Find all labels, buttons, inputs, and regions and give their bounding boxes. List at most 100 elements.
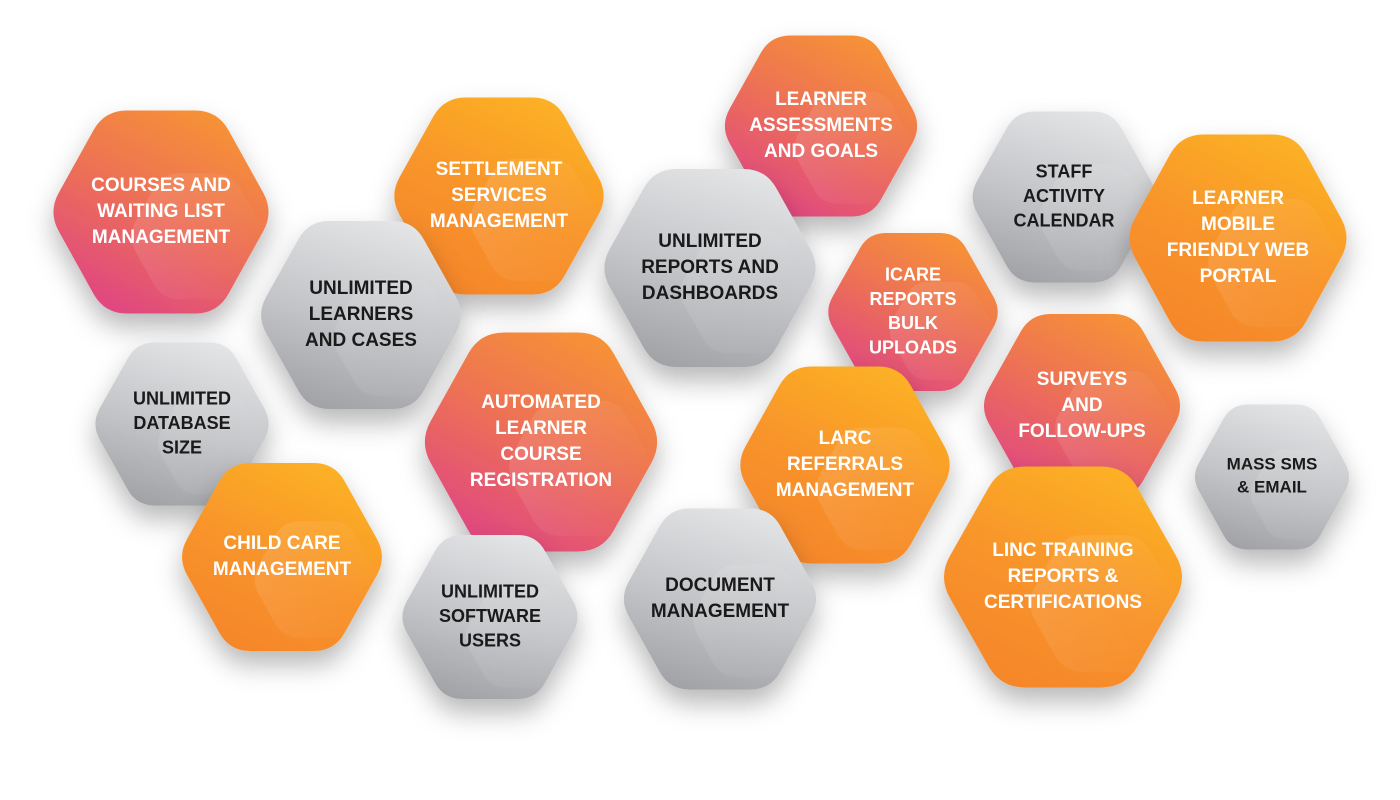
hexagon-gloss bbox=[1208, 198, 1341, 327]
hexagon-label: SURVEYS AND FOLLOW-UPS bbox=[1018, 369, 1145, 442]
hexagon-label-line: AND GOALS bbox=[764, 141, 878, 162]
hexagon-label-line: DATABASE bbox=[133, 413, 230, 433]
hexagon-auto-registration: AUTOMATED LEARNER COURSE REGISTRATION bbox=[424, 332, 658, 552]
hexagon-gloss bbox=[470, 158, 599, 281]
hexagon-label-line: UNLIMITED bbox=[133, 388, 231, 408]
hexagon-label-line: SIZE bbox=[162, 437, 202, 457]
hexagon-mobile-portal: LEARNER MOBILE FRIENDLY WEB PORTAL bbox=[1129, 134, 1347, 342]
hexagon-gloss bbox=[1250, 449, 1345, 540]
hexagon-gloss bbox=[794, 91, 913, 204]
hexagon-label: MASS SMS & EMAIL bbox=[1227, 455, 1318, 497]
hexagon-label-line: ACTIVITY bbox=[1023, 186, 1105, 206]
hexagon-gloss bbox=[333, 279, 456, 396]
hexagon-surveys: SURVEYS AND FOLLOW-UPS bbox=[983, 314, 1181, 498]
hexagon-label-line: CALENDAR bbox=[1014, 210, 1115, 230]
hexagon-label-line: CERTIFICATIONS bbox=[984, 592, 1142, 613]
hexagon-label-line: MANAGEMENT bbox=[92, 227, 231, 248]
hexagon-label: UNLIMITED SOFTWARE USERS bbox=[439, 581, 541, 650]
hexagon-label-line: & EMAIL bbox=[1237, 478, 1307, 497]
hexagon-label-line: LEARNER bbox=[1192, 188, 1284, 209]
hexagon-courses: COURSES AND WAITING LIST MANAGEMENT bbox=[53, 110, 269, 314]
hexagon-label: UNLIMITED LEARNERS AND CASES bbox=[305, 278, 417, 351]
hexagon-label-line: REFERRALS bbox=[787, 454, 903, 475]
hexagon-label: SETTLEMENT SERVICES MANAGEMENT bbox=[430, 159, 569, 232]
hexagon-label-line: REPORTS AND bbox=[641, 257, 779, 278]
hexagon-label: LEARNER ASSESSMENTS AND GOALS bbox=[749, 89, 893, 162]
hexagon-label-line: UNLIMITED bbox=[309, 278, 412, 299]
hexagon-label-line: CHILD CARE bbox=[223, 533, 340, 554]
hexagon-label-line: SURVEYS bbox=[1037, 369, 1127, 390]
hexagon-label-line: FRIENDLY WEB bbox=[1167, 240, 1310, 261]
hexagon-gloss bbox=[131, 173, 263, 300]
hexagon-label-line: MANAGEMENT bbox=[213, 559, 352, 580]
hexagon-label: LARC REFERRALS MANAGEMENT bbox=[776, 428, 915, 501]
hexagon-gloss bbox=[1055, 371, 1175, 486]
hexagon-label-line: BULK bbox=[888, 313, 938, 333]
hexagon-label-line: UNLIMITED bbox=[441, 581, 539, 601]
hexagon-gloss bbox=[1038, 164, 1151, 271]
hexagon-label-line: MANAGEMENT bbox=[776, 480, 915, 501]
hexagon-assessments: LEARNER ASSESSMENTS AND GOALS bbox=[724, 35, 918, 217]
hexagon-label: UNLIMITED REPORTS AND DASHBOARDS bbox=[641, 231, 779, 304]
hexagon-label-line: MANAGEMENT bbox=[430, 211, 569, 232]
hexagon-gloss bbox=[816, 427, 945, 550]
hexagon-label-line: MASS SMS bbox=[1227, 455, 1318, 474]
hexagon-label-line: ASSESSMENTS bbox=[749, 115, 893, 136]
hexagon-label-line: FOLLOW-UPS bbox=[1018, 421, 1145, 442]
hexagon-child-care: CHILD CARE MANAGEMENT bbox=[182, 463, 382, 651]
hexagon-label: UNLIMITED DATABASE SIZE bbox=[133, 388, 231, 457]
hexagon-unlimited-learners: UNLIMITED LEARNERS AND CASES bbox=[261, 221, 461, 409]
hexagon-label-line: COURSES AND bbox=[91, 175, 231, 196]
hexagon-label: AUTOMATED LEARNER COURSE REGISTRATION bbox=[470, 392, 612, 491]
hexagon-label-line: REPORTS & bbox=[1008, 566, 1119, 587]
hexagon-label-line: STAFF bbox=[1036, 161, 1093, 181]
hexagon-label-line: MANAGEMENT bbox=[651, 601, 790, 622]
hexagon-label-line: USERS bbox=[459, 630, 521, 650]
hexagon-label-line: PORTAL bbox=[1200, 266, 1277, 287]
hexagon-gloss bbox=[465, 585, 573, 688]
hexagon-unlimited-reports: UNLIMITED REPORTS AND DASHBOARDS bbox=[604, 169, 816, 367]
hexagon-label-line: UPLOADS bbox=[869, 337, 957, 357]
hexagon-label: COURSES AND WAITING LIST MANAGEMENT bbox=[91, 175, 231, 248]
hexagon-gloss bbox=[693, 564, 812, 677]
hexagon-label-line: DASHBOARDS bbox=[642, 283, 778, 304]
hexagon-linc: LINC TRAINING REPORTS & CERTIFICATIONS bbox=[944, 466, 1182, 688]
hexagon-label-line: LARC bbox=[819, 428, 872, 449]
hexagon-label-line: WAITING LIST bbox=[97, 201, 225, 222]
hexagon-label: STAFF ACTIVITY CALENDAR bbox=[1014, 161, 1115, 230]
hexagon-label-line: LEARNERS bbox=[309, 304, 414, 325]
hexagon-label-line: MOBILE bbox=[1201, 214, 1275, 235]
hexagon-label-line: SOFTWARE bbox=[439, 606, 541, 626]
hexagon-label: LINC TRAINING REPORTS & CERTIFICATIONS bbox=[984, 540, 1142, 613]
hexagon-gloss bbox=[1030, 535, 1176, 672]
hexagon-mass-sms: MASS SMS & EMAIL bbox=[1194, 404, 1350, 550]
hexagon-label-line: SETTLEMENT bbox=[436, 159, 563, 180]
hexagon-gloss bbox=[254, 521, 377, 638]
hexagon-label-line: AND CASES bbox=[305, 330, 417, 351]
hexagon-label-line: COURSE bbox=[500, 444, 581, 465]
hexagon-label-line: LEARNER bbox=[495, 418, 587, 439]
hexagon-icare: ICARE REPORTS BULK UPLOADS bbox=[828, 233, 998, 391]
hexagon-gloss bbox=[509, 400, 651, 537]
hexagon-gloss bbox=[889, 282, 994, 380]
hexagon-label-line: LINC TRAINING bbox=[992, 540, 1133, 561]
hexagon-settlement: SETTLEMENT SERVICES MANAGEMENT bbox=[394, 97, 604, 295]
hexagon-label: LEARNER MOBILE FRIENDLY WEB PORTAL bbox=[1167, 188, 1310, 287]
hexagon-document: DOCUMENT MANAGEMENT bbox=[623, 508, 817, 690]
hexagon-label: DOCUMENT MANAGEMENT bbox=[651, 575, 790, 622]
hexagon-label-line: SERVICES bbox=[451, 185, 547, 206]
hexagon-larc: LARC REFERRALS MANAGEMENT bbox=[740, 366, 950, 564]
hexagon-label-line: UNLIMITED bbox=[658, 231, 761, 252]
hexagon-label-line: DOCUMENT bbox=[665, 575, 775, 596]
hexagon-label-line: LEARNER bbox=[775, 89, 867, 110]
hexagon-staff-calendar: STAFF ACTIVITY CALENDAR bbox=[972, 111, 1156, 283]
hexagon-label-line: REGISTRATION bbox=[470, 470, 612, 491]
hexagon-label-line: AND bbox=[1061, 395, 1102, 416]
hexagon-label: CHILD CARE MANAGEMENT bbox=[213, 533, 352, 580]
hexagon-software-users: UNLIMITED SOFTWARE USERS bbox=[402, 535, 578, 699]
hexagon-label-line: ICARE bbox=[885, 264, 941, 284]
hexagon-label-line: REPORTS bbox=[869, 289, 956, 309]
hexagon-gloss bbox=[680, 230, 811, 354]
hexagon-label-line: AUTOMATED bbox=[481, 392, 601, 413]
